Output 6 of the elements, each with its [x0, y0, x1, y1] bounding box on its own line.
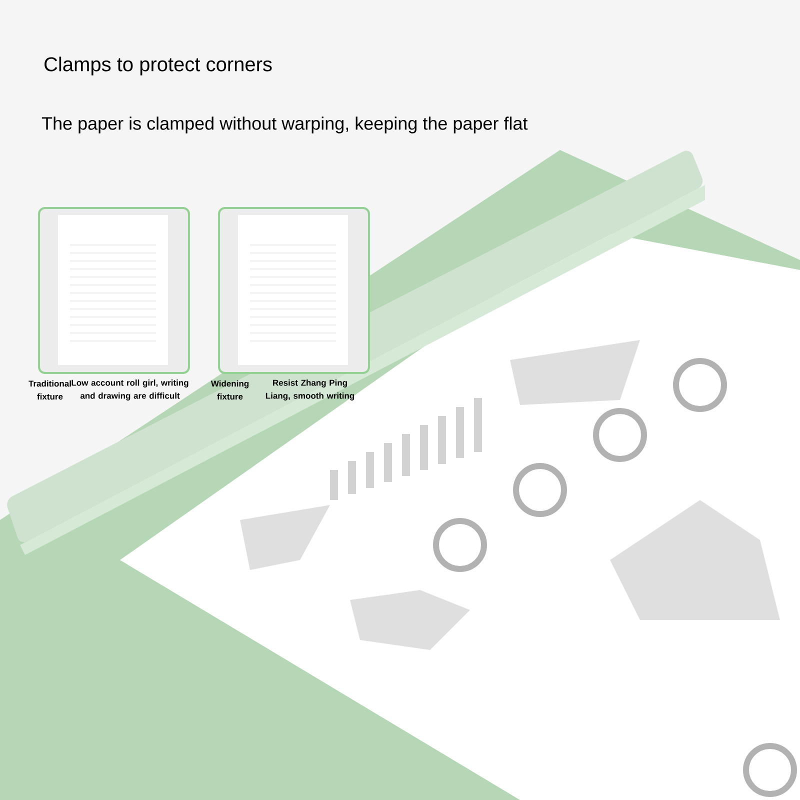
caption-text: Widening fixture — [210, 380, 249, 400]
caption: The paper is clamped without warping, keeping the paper flat — [42, 116, 528, 134]
title: Clamps to protect corners — [44, 56, 272, 76]
caption-text: Traditional fixture — [28, 380, 71, 400]
caption-text: Resist Zhang Ping Liang, smooth writing — [266, 380, 354, 400]
caption-text: Low account roll girl, writing and drawing are difficult — [72, 380, 188, 400]
